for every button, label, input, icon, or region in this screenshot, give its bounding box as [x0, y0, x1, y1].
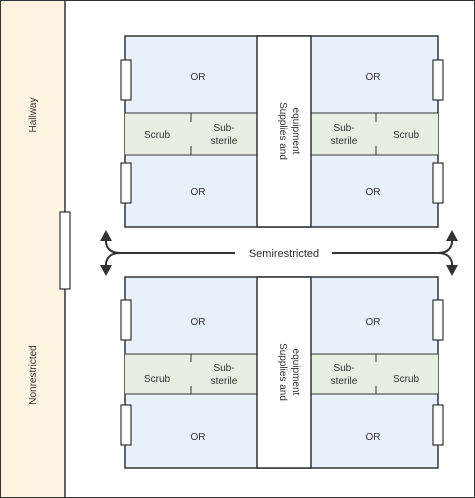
top-right-or-lower-door — [432, 162, 444, 204]
or-label: OR — [191, 187, 206, 198]
bottom-right-or-upper-door — [432, 299, 444, 341]
or-label: OR — [366, 72, 381, 83]
semirestricted-corridor: Semirestricted — [100, 230, 458, 276]
substerile-label-line2: sterile — [211, 376, 238, 387]
supplies-label-line1: Supplies and — [277, 343, 288, 401]
scrub-label: Scrub — [393, 130, 420, 141]
bottom-suite-block: OR OR OR OR Scrub Sub- sterile Sub- ster… — [120, 276, 444, 469]
top-right-or-upper-door — [432, 59, 444, 101]
or-label: OR — [191, 432, 206, 443]
or-label: OR — [191, 317, 206, 328]
scrub-label: Scrub — [393, 374, 420, 385]
nonrestricted-label: Nonrestricted — [28, 345, 39, 404]
substerile-label-line1: Sub- — [213, 123, 234, 134]
substerile-label-line2: sterile — [331, 376, 358, 387]
substerile-label-line1: Sub- — [333, 363, 354, 374]
or-label: OR — [191, 72, 206, 83]
right-up-arrowhead — [446, 230, 458, 241]
left-arrow-down-curve — [105, 252, 121, 266]
scrub-label: Scrub — [144, 130, 171, 141]
or-label: OR — [366, 317, 381, 328]
bottom-left-or-lower-door — [120, 404, 132, 446]
bottom-supplies-room — [256, 276, 312, 469]
or-label: OR — [366, 432, 381, 443]
hallway-label: Hallway — [28, 97, 39, 132]
scrub-label: Scrub — [144, 374, 171, 385]
left-down-arrowhead — [100, 265, 112, 276]
supplies-label-line1: Supplies and — [277, 102, 288, 160]
substerile-label-line1: Sub- — [213, 363, 234, 374]
top-left-or-lower-door — [120, 162, 132, 204]
top-left-or-upper-door — [120, 59, 132, 101]
right-down-arrowhead — [446, 265, 458, 276]
bottom-left-or-upper-door — [120, 299, 132, 341]
substerile-label-line2: sterile — [211, 136, 238, 147]
right-arrow-down-curve — [437, 252, 453, 266]
supplies-label-line2: equipment — [290, 108, 301, 155]
or-label: OR — [366, 187, 381, 198]
top-supplies-room — [256, 35, 312, 228]
hallway-door — [59, 211, 71, 290]
bottom-right-or-lower-door — [432, 404, 444, 446]
semirestricted-label: Semirestricted — [249, 248, 319, 260]
top-suite-block: OR OR OR OR Scrub Sub- sterile Sub- ster… — [120, 35, 444, 228]
supplies-label-line2: equipment — [290, 349, 301, 396]
substerile-label-line2: sterile — [331, 136, 358, 147]
substerile-label-line1: Sub- — [333, 123, 354, 134]
left-up-arrowhead — [100, 230, 112, 241]
